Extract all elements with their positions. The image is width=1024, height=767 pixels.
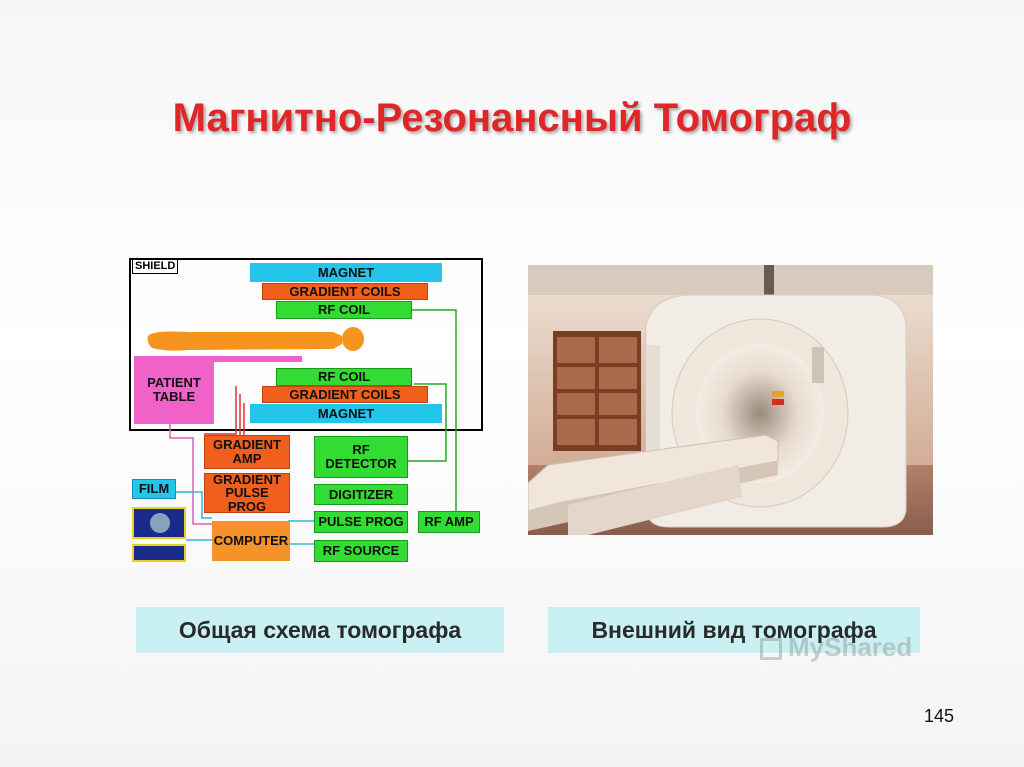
magnet-bottom-block: MAGNET bbox=[250, 404, 442, 423]
patient-table-label: PATIENT TABLE bbox=[144, 376, 204, 403]
mri-scanner-photo bbox=[528, 265, 933, 535]
monitor-icon bbox=[132, 507, 186, 539]
magnet-top-block: MAGNET bbox=[250, 263, 442, 282]
brain-scan-icon bbox=[150, 513, 170, 533]
gradient-coils-bottom-block: GRADIENT COILS bbox=[262, 386, 428, 403]
keyboard-icon bbox=[132, 544, 186, 562]
rf-source-block: RF SOURCE bbox=[314, 540, 408, 562]
rf-coil-bottom-block: RF COIL bbox=[276, 368, 412, 386]
page-number: 145 bbox=[924, 706, 954, 727]
watermark-logo-icon bbox=[760, 638, 782, 660]
shelf-icon bbox=[553, 331, 641, 451]
patient-silhouette-icon bbox=[148, 327, 365, 351]
watermark: MyShared bbox=[760, 632, 912, 663]
film-block: FILM bbox=[132, 479, 176, 499]
patient-table-top bbox=[134, 356, 302, 362]
rf-detector-block: RF DETECTOR bbox=[314, 436, 408, 478]
patient-table-block: PATIENT TABLE bbox=[134, 356, 214, 424]
watermark-text: MyShared bbox=[788, 632, 912, 662]
gradient-coils-top-block: GRADIENT COILS bbox=[262, 283, 428, 300]
rf-coil-top-block: RF COIL bbox=[276, 301, 412, 319]
mri-scanner-illustration bbox=[528, 265, 933, 535]
diagram-caption: Общая схема томографа bbox=[136, 607, 504, 653]
rf-amp-block: RF AMP bbox=[418, 511, 480, 533]
shield-label: SHIELD bbox=[132, 259, 178, 274]
computer-block: COMPUTER bbox=[212, 521, 290, 561]
digitizer-block: DIGITIZER bbox=[314, 484, 408, 505]
pulse-prog-block: PULSE PROG bbox=[314, 511, 408, 533]
slide-title: Магнитно-Резонансный Томограф bbox=[0, 96, 1024, 141]
gradient-pulse-prog-block: GRADIENT PULSE PROG bbox=[204, 473, 290, 513]
mri-block-diagram: SHIELD MAGNET GRADIENT COILS RF COIL PAT… bbox=[128, 256, 488, 570]
gradient-amp-block: GRADIENT AMP bbox=[204, 435, 290, 469]
